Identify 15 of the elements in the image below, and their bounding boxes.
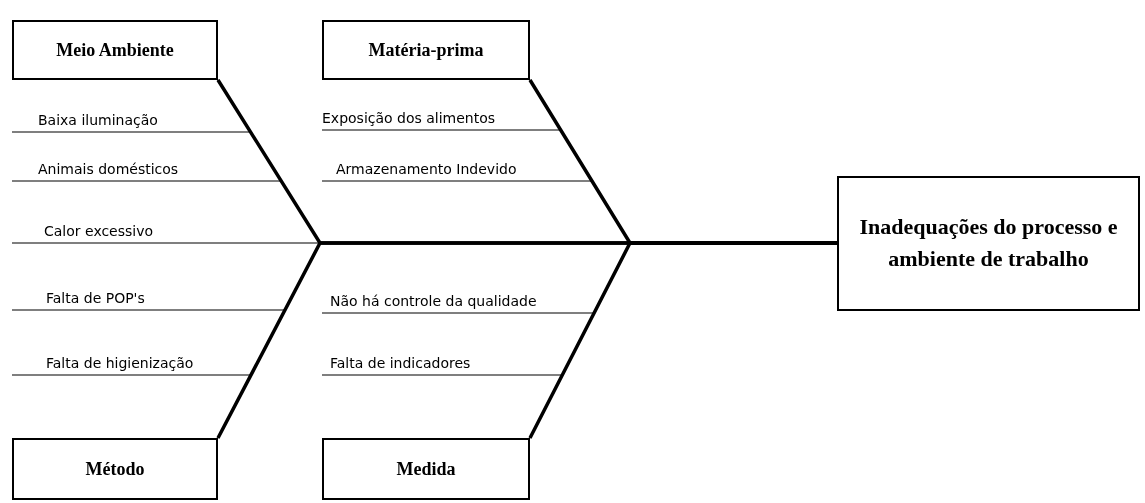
cause-text: Falta de higienização xyxy=(12,337,232,375)
category-box: Meio Ambiente xyxy=(12,20,218,80)
category-box: Matéria-prima xyxy=(322,20,530,80)
cause-text: Animais domésticos xyxy=(12,150,232,181)
cause-text: Calor excessivo xyxy=(12,206,232,243)
category-box: Medida xyxy=(322,438,530,500)
cause-text: Falta de POP's xyxy=(12,265,212,310)
effect-box: Inadequações do processo e ambiente de trabalho xyxy=(837,175,1140,311)
cause-text: Não há controle da qualidade xyxy=(322,280,592,313)
category-box: Método xyxy=(12,438,218,500)
cause-text: Baixa iluminação xyxy=(12,100,212,132)
fishbone-branch xyxy=(528,241,837,439)
cause-text: Falta de indicadores xyxy=(322,342,542,375)
cause-text: Armazenamento Indevido xyxy=(322,149,562,181)
cause-text: Exposição dos alimentos xyxy=(322,98,552,130)
